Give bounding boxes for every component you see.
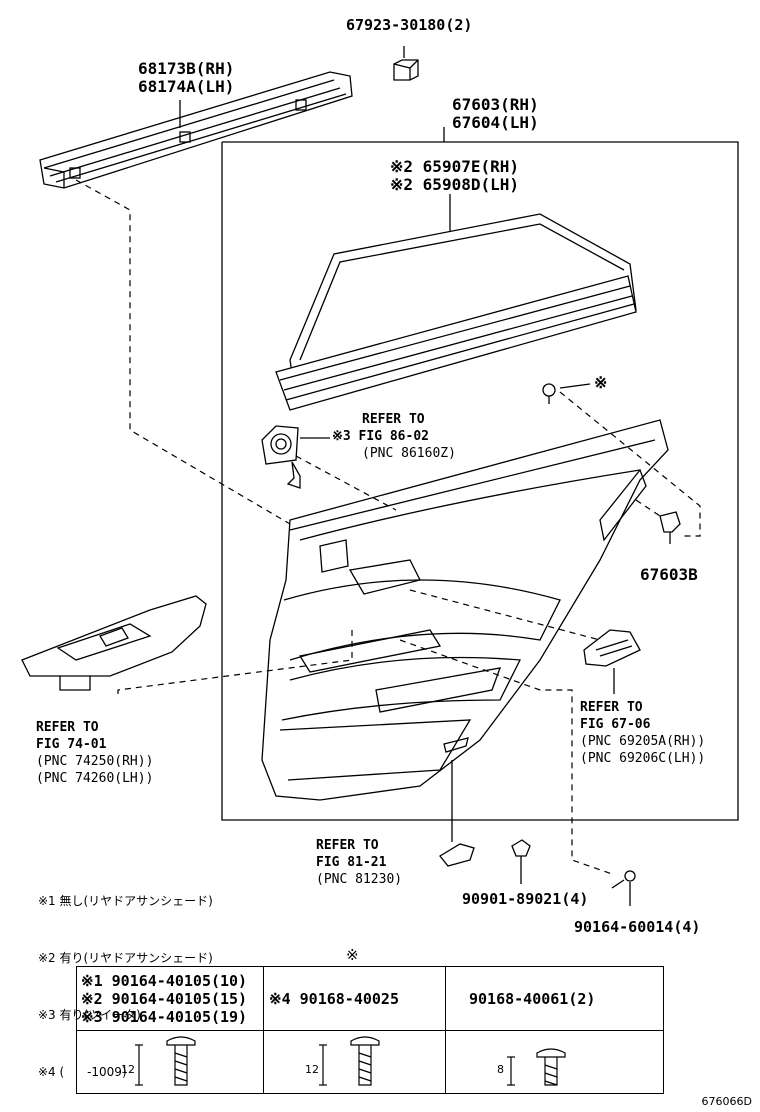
- screw-90164-icon: [611, 870, 636, 906]
- bolt-icon: [319, 1036, 380, 1086]
- table-divider: [77, 1030, 663, 1031]
- nut-part-number: 90901-89021(4): [462, 890, 589, 908]
- note-2: ※2 有り(リヤドアサンシェード): [38, 951, 213, 965]
- table-col2: ※4 90168-40025: [269, 990, 399, 1008]
- note-4: ※4 ( -1009): [38, 1065, 127, 1079]
- refer-74-line2: FIG 74-01: [36, 737, 107, 752]
- refer-67-line1: REFER TO: [580, 700, 643, 715]
- fastener-table: ※1 90164-40105(10) ※2 90164-40105(15) ※3…: [76, 966, 664, 1094]
- screw-part-number: 90164-60014(4): [574, 918, 701, 936]
- panel-rh-label: 67603(RH): [452, 95, 539, 114]
- inside-handle-icon: [583, 629, 641, 667]
- switch-base-icon: [21, 595, 207, 691]
- screw-icon: [507, 1048, 566, 1086]
- notes-block: ※1 無し(リヤドアサンシェード) ※2 有り(リヤドアサンシェード) ※3 有…: [38, 854, 213, 1101]
- refer-74-line4: (PNC 74260(LH)): [36, 771, 154, 786]
- table-header-mark: ※: [346, 946, 359, 964]
- panel-frame: [221, 141, 739, 821]
- dim-label: 12: [121, 1063, 135, 1076]
- table-col1-row3: ※3 90164-40105(19): [81, 1008, 248, 1026]
- fastener-drawings: [135, 1036, 566, 1086]
- weatherstrip-icon: [39, 71, 353, 189]
- table-col1-row2: ※2 90164-40105(15): [81, 990, 248, 1008]
- refer-67-line2: FIG 67-06: [580, 717, 651, 732]
- note-1: ※1 無し(リヤドアサンシェード): [38, 894, 213, 908]
- clip-part-number: 67923-30180(2): [346, 16, 473, 34]
- dim-label: 12: [305, 1063, 319, 1076]
- refer-86-line1: REFER TO: [362, 412, 425, 427]
- refer-67-line4: (PNC 69206C(LH)): [580, 751, 706, 766]
- table-col3: 90168-40061(2): [469, 990, 596, 1008]
- panel-lh-label: 67604(LH): [452, 113, 539, 132]
- table-col1-row1: ※1 90164-40105(10): [81, 972, 248, 990]
- weatherstrip-rh-label: 68173B(RH): [138, 59, 235, 78]
- refer-74-line3: (PNC 74250(RH)): [36, 754, 154, 769]
- note-3: ※3 有り(ツイータ): [38, 1008, 141, 1022]
- refer-67-line3: (PNC 69205A(RH)): [580, 734, 706, 749]
- door-trim-panel-icon: [261, 419, 669, 801]
- sunshade-lh-label: ※2 65908D(LH): [390, 175, 519, 194]
- clip-67603b-label: 67603B: [640, 565, 698, 584]
- refer-86-line2: ※3 FIG 86-02: [332, 429, 429, 444]
- refer-81-line1: REFER TO: [316, 838, 379, 853]
- clip-67603b-icon: [659, 511, 681, 544]
- clip-mark-label: ※: [594, 373, 608, 392]
- nut-90901-icon: [511, 839, 531, 884]
- diagram-code: 676066D: [701, 1095, 752, 1108]
- bolt-icon: [135, 1036, 196, 1086]
- tweeter-icon: [261, 425, 330, 489]
- refer-81-line2: FIG 81-21: [316, 855, 387, 870]
- sunshade-icon: [275, 194, 637, 411]
- refer-74-line1: REFER TO: [36, 720, 99, 735]
- weatherstrip-lh-label: 68174A(LH): [138, 77, 235, 96]
- cover-81230-icon: [439, 843, 475, 867]
- sunshade-rh-label: ※2 65907E(RH): [390, 157, 519, 176]
- refer-86-line3: (PNC 86160Z): [362, 446, 456, 461]
- refer-81-line3: (PNC 81230): [316, 872, 403, 887]
- screw-clip-icon: [542, 383, 591, 404]
- dim-label: 8: [497, 1063, 504, 1076]
- clip-icon: [393, 46, 419, 81]
